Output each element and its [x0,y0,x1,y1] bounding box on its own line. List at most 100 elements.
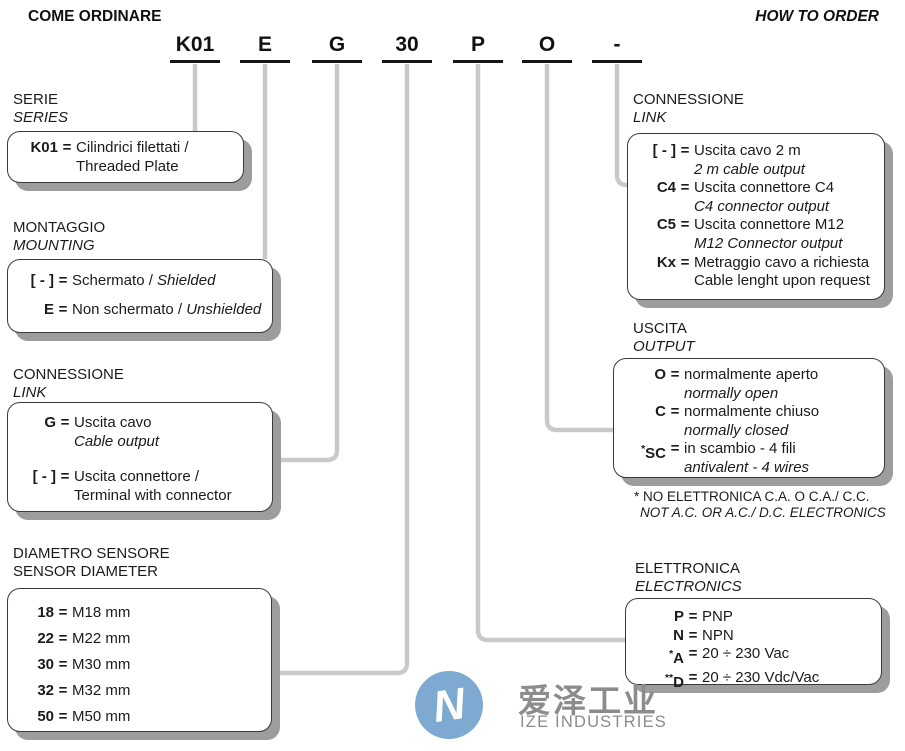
equals-sign: = [688,668,698,686]
spec-row: 50=M50 mm [28,704,271,730]
serie-heading: SERIE SERIES [13,91,68,127]
equals-sign: = [58,656,68,673]
serie-heading-en: SERIES [13,109,69,126]
spec-description: Schermato / Shielded [72,272,216,289]
spec-description: Cilindrici filettati /Threaded Plate [76,139,243,176]
spec-row: [ - ]=Schermato / Shielded [10,271,272,291]
spec-description: Uscita connettore /Terminal with connect… [74,468,272,505]
equals-sign: = [670,440,680,458]
footnote-line1: * NO ELETTRONICA C.A. O C.A./ C.C. [634,489,870,504]
connessione-right-heading-it: CONNESSIONE [633,91,744,108]
code-part-series: K01 [170,32,220,63]
connector-dash [614,64,629,188]
spec-code: *A [669,648,684,668]
logo-english-text: IZE INDUSTRIES [520,713,667,731]
equals-sign: = [670,366,680,383]
diametro-heading-en: SENSOR DIAMETER [13,563,159,580]
spec-code: **D [664,671,684,691]
uscita-footnote: * NO ELETTRONICA C.A. O C.A./ C.C. NOT A… [634,489,886,520]
spec-code: K01 [30,139,58,156]
equals-sign: = [688,626,698,644]
code-part-link-left: G [312,32,362,63]
spec-description: Non schermato / Unshielded [72,301,262,318]
spec-row: E=Non schermato / Unshielded [10,300,272,320]
spec-code: C [655,403,666,421]
spec-description: M18 mm [72,604,131,621]
spec-description-translation: Threaded Plate [76,157,179,175]
spec-code: C5 [656,216,676,234]
connector-p [475,64,626,643]
spec-description: M22 mm [72,630,131,647]
spec-row: P=PNP [638,608,881,627]
serie-heading-it: SERIE [13,91,59,108]
spec-code: 18 [37,604,54,621]
spec-code: P [673,608,684,625]
montaggio-heading-it: MONTAGGIO [13,219,106,236]
footnote-line2: NOT A.C. OR A.C./ D.C. ELECTRONICS [640,504,886,520]
equals-sign: = [60,468,70,486]
spec-row: 30=M30 mm [28,652,271,678]
equals-sign: = [58,272,68,289]
spec-row: *A=20 ÷ 230 Vac [638,645,881,669]
equals-sign: = [688,608,698,625]
spec-description: 20 ÷ 230 Vdc/Vac [702,668,820,686]
elettronica-heading: ELETTRONICA ELECTRONICS [635,560,742,596]
spec-description-translation: normally closed [684,421,789,439]
equals-sign: = [670,403,680,421]
equals-sign: = [680,142,690,159]
spec-code: [ - ] [32,468,56,486]
equals-sign: = [680,216,690,234]
diametro-heading-it: DIAMETRO SENSORE [13,545,170,562]
spec-row: **D=20 ÷ 230 Vdc/Vac [638,669,881,693]
spec-description: 20 ÷ 230 Vac [702,645,790,663]
logo-chinese-text: 爱泽工业 [518,682,658,719]
equals-sign: = [58,630,68,647]
ize-industries-logo: N 爱泽工业 IZE INDUSTRIES [405,662,695,747]
code-part-mounting: E [240,32,290,63]
spec-description-translation: M12 Connector output [694,234,843,252]
code-part-electronics: P [453,32,503,63]
equals-sign: = [680,253,690,271]
connector-30 [271,64,410,676]
code-part-link-right: - [592,32,642,63]
spec-code: 50 [37,708,54,725]
page-title-italian: COME ORDINARE [28,8,162,25]
code-part-diameter: 30 [382,32,432,63]
spec-row: 22=M22 mm [28,626,271,652]
connector-o [544,64,614,433]
spec-code: E [43,301,54,318]
spec-code: [ - ] [652,142,676,159]
uscita-heading-it: USCITA [633,320,687,337]
equals-sign: = [58,682,68,699]
spec-description-translation: antivalent - 4 wires [684,458,810,476]
spec-code: 32 [37,682,54,699]
spec-description-translation: 2 m cable output [694,160,805,178]
spec-row: 18=M18 mm [28,600,271,626]
connessione-right-heading-en: LINK [633,109,667,126]
spec-code: 30 [37,656,54,673]
spec-code: N [673,626,684,644]
diametro-heading: DIAMETRO SENSORE SENSOR DIAMETER [13,545,170,581]
spec-row: [ - ]=Uscita connettore /Terminal with c… [10,468,272,505]
spec-description: NPN [702,626,734,644]
